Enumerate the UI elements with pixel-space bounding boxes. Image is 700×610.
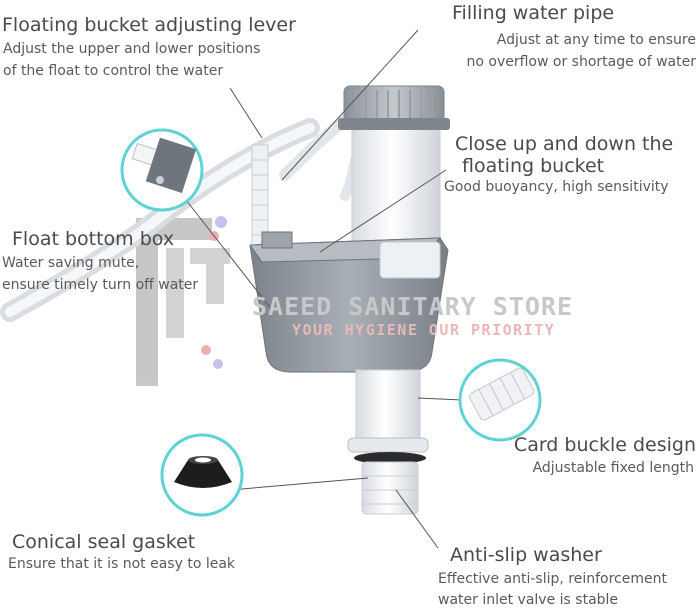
box-desc-2: ensure timely turn off water: [2, 277, 199, 293]
lever-desc-2: of the float to control the water: [3, 63, 224, 79]
leader-lines: [185, 29, 463, 549]
watermark-tagline: YOUR HYGIENE OUR PRIORITY: [292, 321, 556, 339]
lever-title: Floating bucket adjusting lever: [2, 14, 296, 36]
lever-desc-1: Adjust the upper and lower positions: [3, 41, 261, 57]
card-buckle-callout: [458, 358, 542, 442]
pipe-desc-2: no overflow or shortage of water: [466, 54, 696, 70]
threaded-inlet: [361, 461, 419, 515]
box-title: Float bottom box: [12, 228, 175, 250]
buckle-title: Card buckle design: [513, 434, 696, 456]
bucket-title-1: Close up and down the: [455, 133, 674, 155]
valve-lower-shaft: [355, 369, 421, 441]
rubber-washer: [354, 452, 426, 464]
pipe-desc-1: Adjust at any time to ensure: [496, 32, 696, 48]
gasket-title: Conical seal gasket: [12, 531, 196, 553]
washer-desc-1: Effective anti-slip, reinforcement: [438, 571, 667, 587]
bucket-desc-1: Good buoyancy, high sensitivity: [444, 179, 669, 195]
gasket-desc-1: Ensure that it is not easy to leak: [8, 556, 236, 572]
washer-desc-2: water inlet valve is stable: [438, 592, 619, 608]
pipe-title: Filling water pipe: [452, 2, 615, 24]
watermark-store-name: SAEED SANITARY STORE: [252, 292, 574, 321]
lever-detail-callout: [120, 128, 204, 212]
filling-pipe: [279, 114, 351, 181]
box-desc-1: Water saving mute,: [2, 255, 140, 271]
buckle-desc-1: Adjustable fixed length: [532, 460, 694, 476]
conical-gasket-callout: [160, 433, 244, 517]
bucket-title-2: floating bucket: [462, 155, 605, 177]
washer-title: Anti-slip washer: [450, 544, 602, 566]
